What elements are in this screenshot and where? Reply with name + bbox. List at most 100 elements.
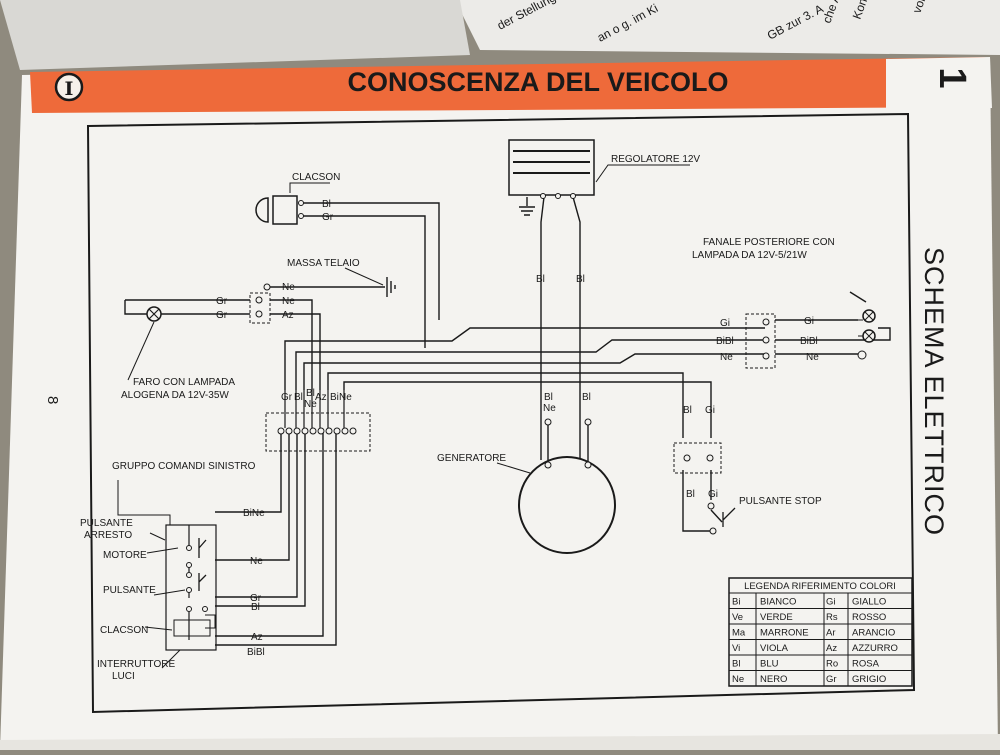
wire-fan-bibl2: BiBl [800,336,818,347]
gruppo-comandi [117,480,217,669]
wire-faro-gr2: Gr [216,310,228,321]
label-pulsante-stop: PULSANTE STOP [739,496,822,507]
wire-term-gr: Gr [281,392,293,403]
legend-cell: Az [826,643,837,654]
label-pulsante: PULSANTE [103,585,156,596]
wiring [124,196,891,646]
legend-cell: Ve [732,612,743,623]
wire-stop-bl1: Bl [683,405,692,416]
label-regolatore: REGOLATORE 12V [611,154,700,165]
label-gruppo-comandi: GRUPPO COMANDI SINISTRO [112,461,256,472]
legend-cell: GIALLO [852,597,886,608]
chapter-badge [54,72,84,102]
chapter-tab [886,57,992,110]
wire-grp-az: Az [251,632,263,643]
label-motore: MOTORE [103,550,147,561]
wire-color-labels: Bl Gr Ne Gr Gr Ne Az Bl Bl Bl Ne Bl Gr B… [216,199,819,658]
legend-cell: Vi [732,643,740,654]
label-clacson-2: CLACSON [100,625,148,636]
connector-front [249,283,271,324]
page-title: CONOSCENZA DEL VEICOLO [347,67,728,97]
wire-grp-ne: Ne [250,556,263,567]
wire-grp-bine: BiNe [243,508,265,519]
pulsante-stop-switch [707,502,736,535]
manual-page [0,58,998,750]
side-title: SCHEMA ELETTRICO [919,247,949,536]
header-bar [30,57,988,113]
wire-stop-gi1: Gi [705,405,715,416]
label-interruttore-2: LUCI [112,671,135,682]
wire-term-blne: Bl [306,388,315,399]
legend-cell: Rs [826,612,838,623]
fanale-posteriore [857,309,876,360]
wire-fan-ne2: Ne [806,352,819,363]
clacson-horn [255,182,330,225]
wire-gen-ne: Ne [543,403,556,414]
wire-reg-bl2: Bl [576,274,585,285]
faro-lamp [127,306,168,381]
regolatore-12v [508,139,690,199]
wire-term-bi: Bi [330,392,339,403]
wire-fan-ne1: Ne [720,352,733,363]
wire-stop-gi2: Gi [708,489,718,500]
connector-rear [745,313,776,369]
background-papers: Konstruktion che Aus GB zur 3. A an o g.… [0,0,1000,70]
legend-cell: Gr [826,674,837,685]
wire-term-ne: Ne [339,392,352,403]
label-fanale-2: LAMPADA DA 12V-5/21W [692,250,807,261]
label-faro-2: ALOGENA DA 12V-35W [121,390,229,401]
legend-cell: Bl [732,659,740,670]
legend-cell: VERDE [760,612,793,623]
wire-faro-gr1: Gr [216,296,228,307]
page-number: 8 [44,396,61,404]
legend-cell: Ro [826,659,838,670]
label-faro-1: FARO CON LAMPADA [133,377,235,388]
label-generatore: GENERATORE [437,453,506,464]
wire-reg-bl1: Bl [536,274,545,285]
wire-term-az: Az [315,392,327,403]
wire-fan-gi1: Gi [720,318,730,329]
legend-cell: Ne [732,674,744,685]
legend-cell: BIANCO [760,597,796,608]
legend-cell: Ar [826,628,836,639]
label-pulsante-arresto-1: PULSANTE [80,518,133,529]
legend-cell: GRIGIO [852,674,886,685]
legend-cell: VIOLA [760,643,789,654]
wire-stop-bl2: Bl [686,489,695,500]
legend-cell: BLU [760,659,779,670]
stop-connector [673,442,722,474]
wire-term-bl: Bl [294,392,303,403]
label-pulsante-arresto-2: ARRESTO [84,530,132,541]
label-massa-telaio: MASSA TELAIO [287,258,360,269]
label-fanale-1: FANALE POSTERIORE CON [703,237,835,248]
wire-massa-ne: Ne [282,282,295,293]
label-clacson: CLACSON [292,172,340,183]
legend-cell: NERO [760,674,787,685]
legend-cell: Bi [732,597,740,608]
legend-title: LEGENDA RIFERIMENTO COLORI [744,581,896,592]
wire-gen-bl2: Bl [582,392,591,403]
legend-cell: AZZURRO [852,643,898,654]
legend-cell: ROSA [852,659,880,670]
wire-conn-ne: Ne [282,296,295,307]
page-header: I CONOSCENZA DEL VEICOLO 1 [30,57,992,113]
wire-term-ne2: Ne [304,399,317,410]
wire-fan-bibl1: BiBl [716,336,734,347]
wire-clacson-bl: Bl [322,199,331,210]
legend-cell: MARRONE [760,628,809,639]
diagram-frame [86,112,916,714]
wire-grp-bibl: BiBl [247,647,265,658]
wire-grp-gr: Gr [250,593,262,604]
generatore [496,418,616,554]
wire-gen-bl: Bl [544,392,553,403]
chapter-roman: I [65,78,74,100]
terminal-block [265,390,371,452]
legend-cell: ARANCIO [852,628,895,639]
chapter-number: 1 [931,67,973,88]
legend-cell: ROSSO [852,612,886,623]
label-interruttore-1: INTERRUTTORE [97,659,175,670]
